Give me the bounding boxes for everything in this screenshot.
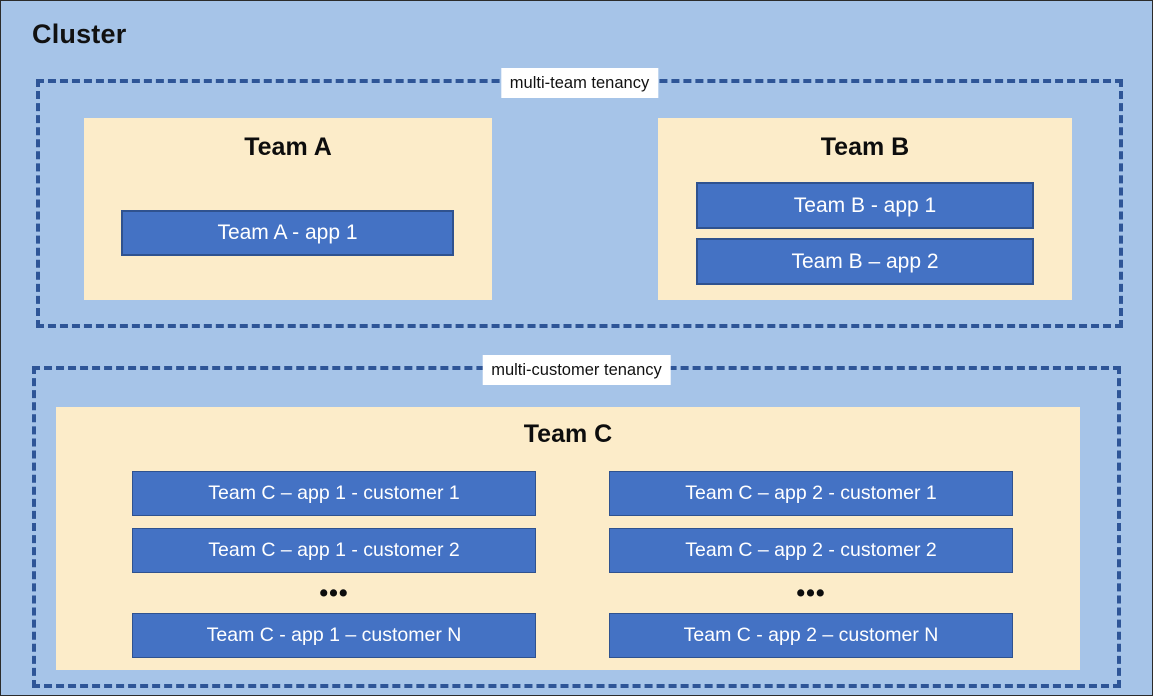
team-c-app-2-ellipsis: ••• [796, 579, 826, 607]
team-b-title: Team B [820, 133, 910, 161]
team-c-title: Team C [523, 420, 613, 448]
team-b-app-1-box[interactable]: Team B - app 1 [696, 182, 1034, 229]
cluster-title: Cluster [32, 19, 127, 49]
multi-team-tenancy-group: multi-team tenancy [36, 68, 1123, 328]
multi-customer-tenancy-group: multi-customer tenancy [32, 355, 1121, 688]
team-a-app-1-box[interactable]: Team A - app 1 [121, 210, 454, 256]
team-c-app-1-customer-n-box[interactable]: Team C - app 1 – customer N [132, 613, 536, 658]
team-b-app-2-box[interactable]: Team B – app 2 [696, 238, 1034, 285]
team-a-panel: Team A Team A - app 1 [84, 118, 492, 300]
team-c-app-2-customer-n-box[interactable]: Team C - app 2 – customer N [609, 613, 1013, 658]
team-c-app-1-customer-2-box[interactable]: Team C – app 1 - customer 2 [132, 528, 536, 573]
team-c-app-1-ellipsis: ••• [319, 579, 349, 607]
multi-customer-tenancy-label: multi-customer tenancy [482, 355, 671, 385]
team-c-app-2-customer-1-box[interactable]: Team C – app 2 - customer 1 [609, 471, 1013, 516]
team-c-panel: Team C Team C – app 1 - customer 1 Team … [56, 407, 1080, 670]
team-b-panel: Team B Team B - app 1 Team B – app 2 [658, 118, 1072, 300]
team-c-app-1-customer-1-box[interactable]: Team C – app 1 - customer 1 [132, 471, 536, 516]
multi-team-tenancy-label: multi-team tenancy [500, 68, 659, 98]
team-c-app-2-customer-2-box[interactable]: Team C – app 2 - customer 2 [609, 528, 1013, 573]
team-a-title: Team A [244, 133, 332, 161]
